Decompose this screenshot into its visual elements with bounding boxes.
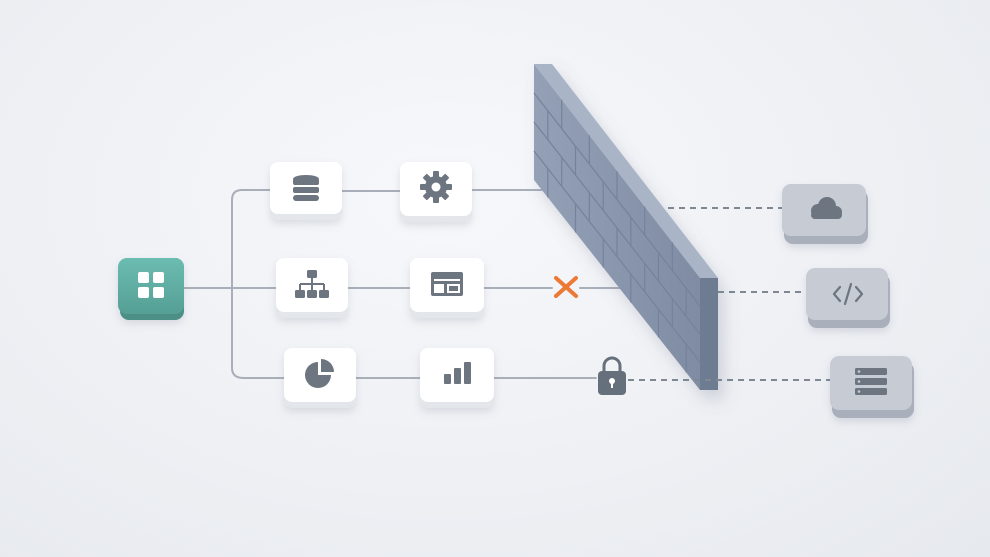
- gear-icon: [420, 171, 452, 203]
- node-database[interactable]: [270, 162, 342, 220]
- node-bar-chart[interactable]: [420, 348, 494, 408]
- wall-end-face: [700, 278, 718, 390]
- layout-icon: [431, 272, 463, 296]
- grid-icon: [138, 272, 164, 298]
- wall-bricks: [533, 92, 701, 373]
- hub-node[interactable]: [118, 258, 184, 320]
- external-nodes: [782, 184, 914, 418]
- code-icon: [832, 282, 864, 306]
- x-icon: [554, 276, 578, 298]
- locked-marker: [598, 356, 626, 395]
- padlock-icon: [598, 356, 626, 395]
- hierarchy-icon: [295, 270, 329, 298]
- wall-top-face: [534, 64, 718, 278]
- external-node-server[interactable]: [830, 356, 914, 418]
- internal-nodes: [270, 162, 494, 408]
- external-node-cloud[interactable]: [782, 184, 868, 244]
- database-icon: [293, 175, 319, 201]
- trunk-line: [183, 189, 287, 379]
- bar-chart-icon: [444, 362, 471, 384]
- firewall-wall: [533, 64, 718, 390]
- node-org-chart[interactable]: [276, 258, 348, 318]
- server-icon: [855, 368, 887, 395]
- cloud-icon: [811, 197, 842, 219]
- pie-chart-icon: [305, 359, 334, 388]
- external-node-code[interactable]: [806, 268, 890, 328]
- node-dashboard[interactable]: [410, 258, 484, 318]
- node-pie-chart[interactable]: [284, 348, 356, 408]
- node-settings[interactable]: [400, 162, 472, 222]
- external-links: [628, 207, 834, 381]
- blocked-marker: [554, 276, 578, 298]
